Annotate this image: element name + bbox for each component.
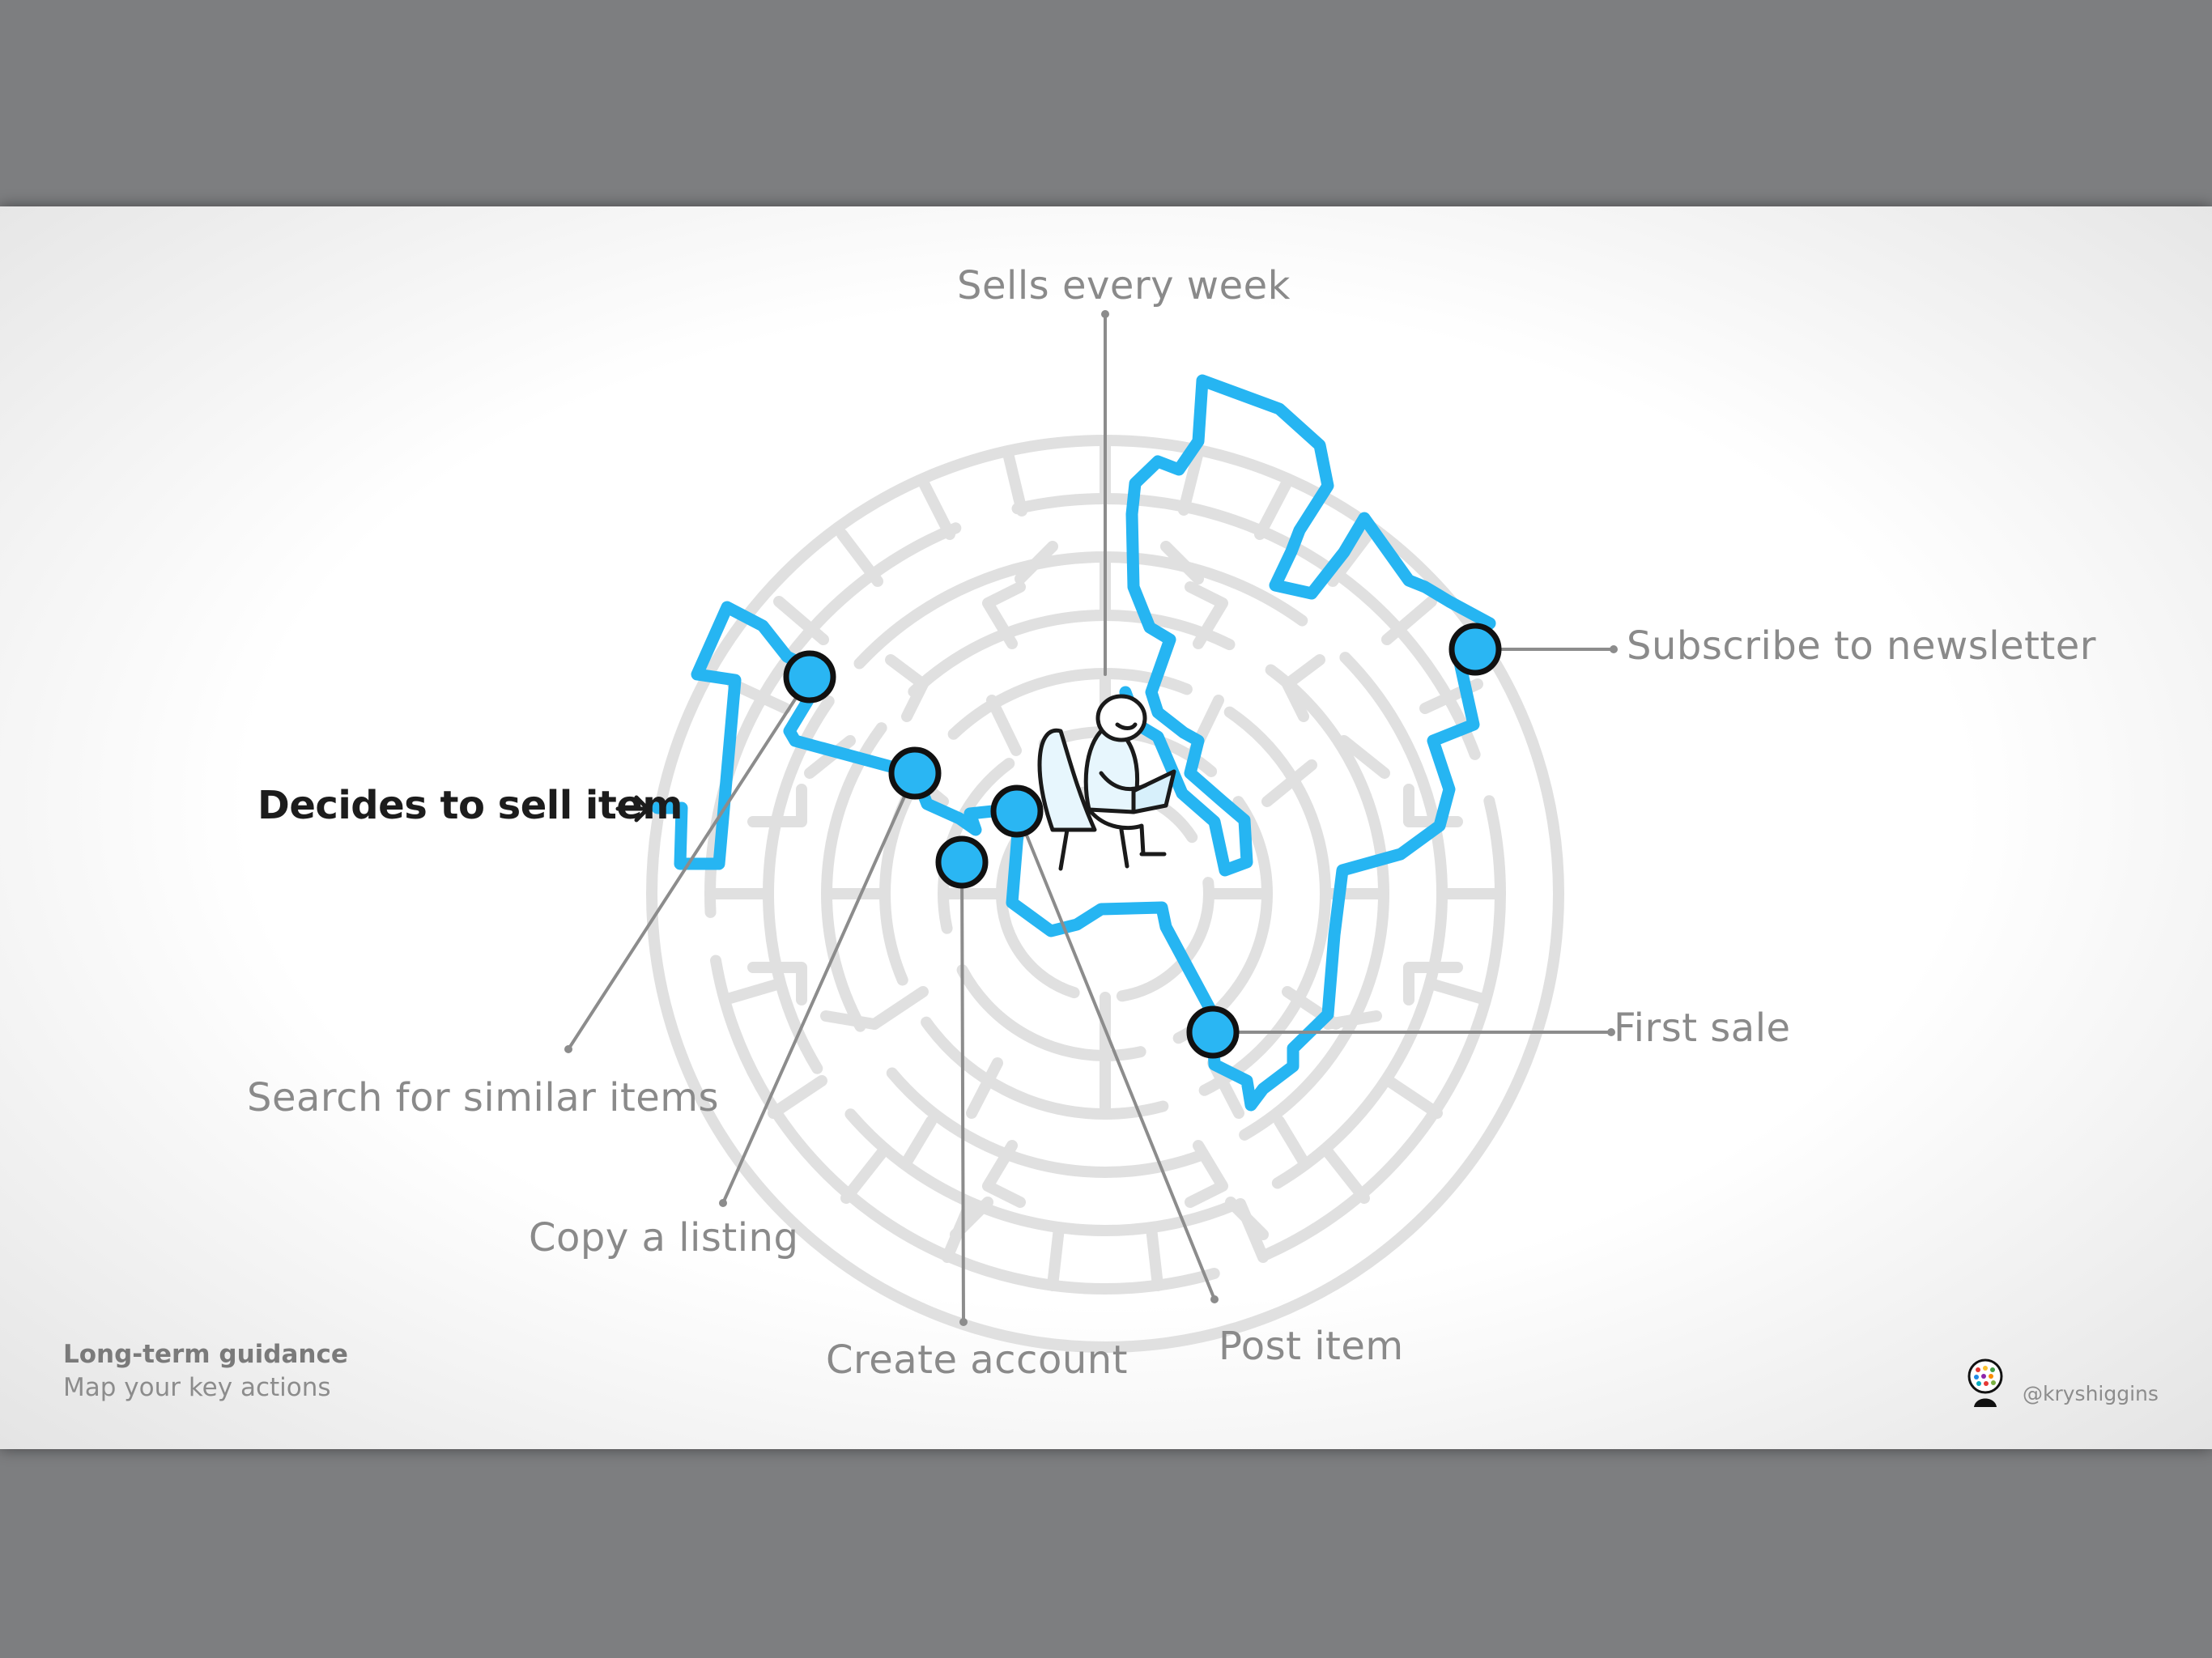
step-label-subscribe: Subscribe to newsletter [1627,623,2097,669]
leader-create [960,861,965,1324]
step-label-create-account: Create account [826,1337,1128,1383]
caption-subtitle: Map your key actions [63,1373,331,1402]
person-on-laptop-icon [1037,694,1176,871]
marker-create[interactable] [935,835,989,889]
leader-end-dots [564,310,1618,1326]
marker-post[interactable] [990,784,1044,838]
step-label-first-sale: First sale [1614,1005,1791,1051]
author-handle[interactable]: @kryshiggins [2023,1382,2159,1405]
caption-title: Long-term guidance [63,1340,348,1369]
step-label-search: Search for similar items [247,1075,720,1120]
maze-canvas [564,310,1618,1353]
marker-first-sale[interactable] [1186,1005,1240,1059]
marker-subscribe[interactable] [1448,623,1502,676]
step-label-sells-every-week: Sells every week [957,263,1291,308]
circular-maze [646,435,1564,1353]
journey-diagram: Decides to sell item Search for similar … [0,206,2212,1449]
marker-copy[interactable] [888,746,942,800]
step-label-decides-to-sell: Decides to sell item [257,783,683,828]
leader-post [1015,810,1216,1301]
step-label-copy: Copy a listing [529,1215,799,1261]
arrow-right-icon [615,795,650,823]
leader-search [567,675,811,1051]
leader-copy [721,772,917,1205]
slide: Decides to sell item Search for similar … [0,206,2212,1449]
leader-lines [567,312,1615,1324]
step-label-post-item: Post item [1219,1324,1404,1369]
avatar-icon [1967,1358,2003,1407]
marker-search[interactable] [783,650,836,704]
